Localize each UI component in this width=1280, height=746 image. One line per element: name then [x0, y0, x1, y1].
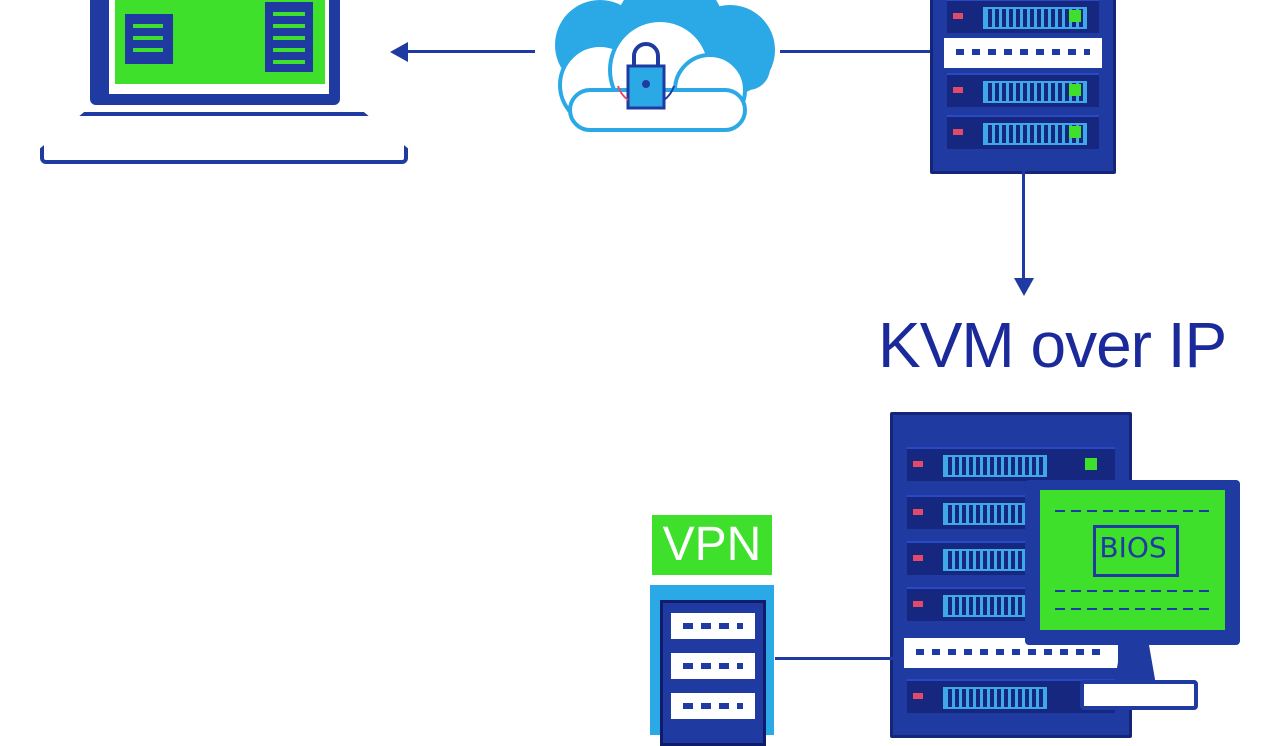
laptop-keyboard-base: [40, 112, 408, 164]
server-slot: [907, 447, 1115, 481]
connector-line: [1022, 170, 1025, 280]
lock-icon: [617, 42, 675, 110]
vpn-drive: [671, 693, 755, 719]
vpn-server-chassis: [660, 600, 766, 746]
server-slot: [947, 0, 1099, 33]
arrow-down-icon: [1014, 278, 1034, 296]
monitor-foot: [1080, 680, 1198, 710]
server-slot: [947, 73, 1099, 107]
cloud-icon: [555, 0, 775, 132]
arrow-left-icon: [390, 42, 408, 62]
server-bay: [901, 635, 1121, 671]
monitor-stand: [1114, 645, 1156, 685]
connector-line: [775, 657, 893, 660]
server-slot: [947, 115, 1099, 149]
server-rack-icon: [930, 0, 1116, 174]
vpn-drive: [671, 653, 755, 679]
laptop-display-content: [115, 0, 325, 84]
bios-badge: [1093, 525, 1179, 577]
vpn-label: VPN: [652, 515, 772, 575]
bios-label: BIOS: [1099, 531, 1167, 564]
diagram-title: KVM over IP: [878, 309, 1227, 381]
connector-line: [780, 50, 930, 53]
vpn-drive: [671, 613, 755, 639]
server-bay: [941, 35, 1105, 71]
connector-line: [405, 50, 535, 53]
